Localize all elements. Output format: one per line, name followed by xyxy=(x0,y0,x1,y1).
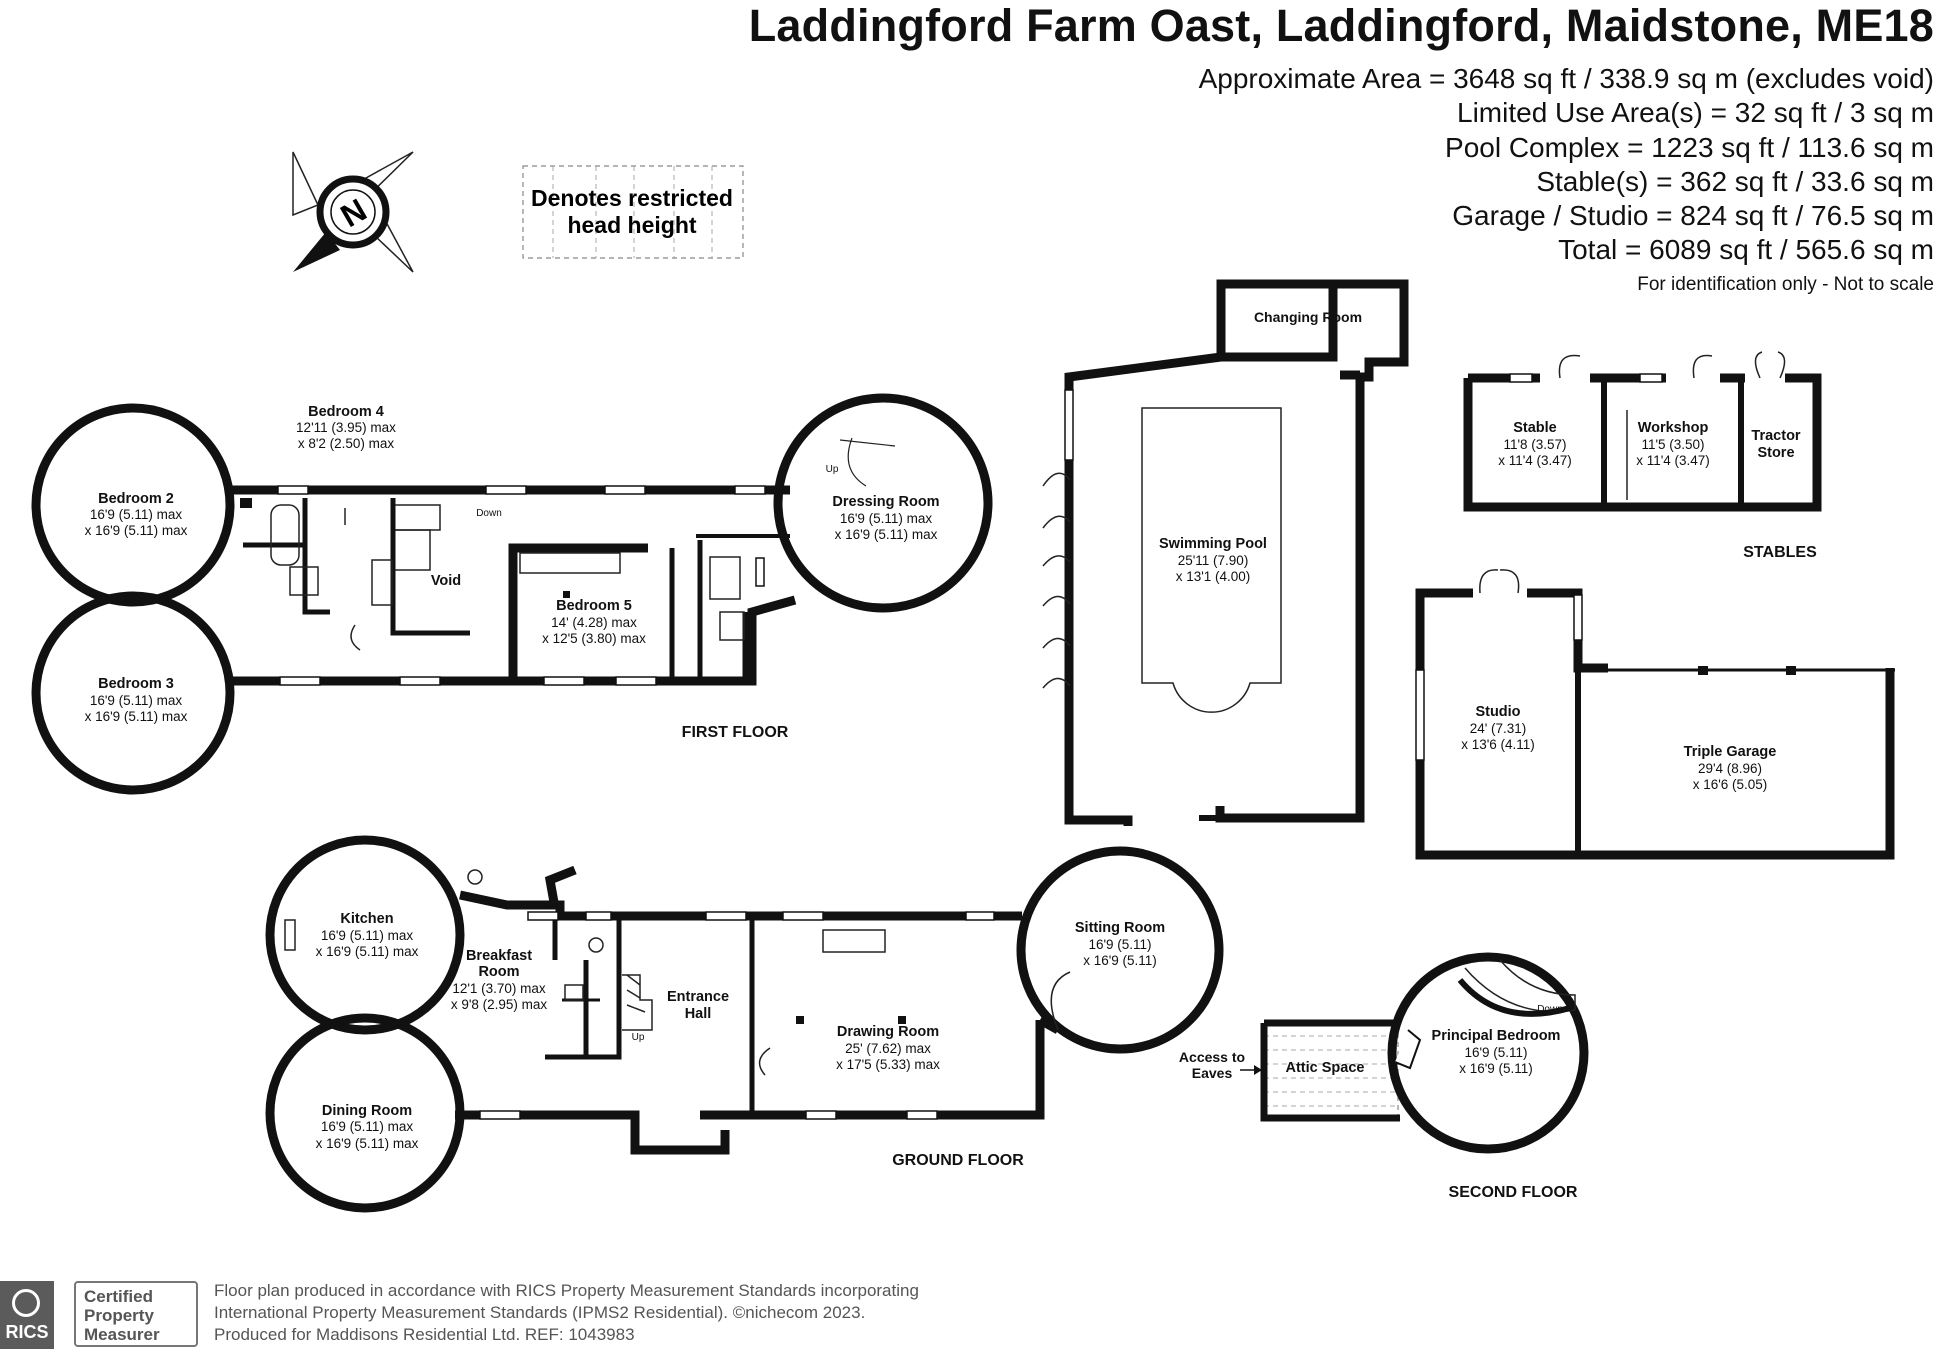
principal-bedroom-dim-1: 16'9 (5.11) xyxy=(1464,1045,1527,1060)
first-floor-label: FIRST FLOOR xyxy=(682,724,789,741)
restricted-height-legend: Denotes restricted head height xyxy=(522,165,744,259)
swimming-pool-dim-1: 25'11 (7.90) xyxy=(1178,553,1249,568)
sitting-room-dim-2: x 16'9 (5.11) xyxy=(1083,953,1157,968)
breakfast-room-label-1: Breakfast xyxy=(466,948,532,964)
compass-icon: N xyxy=(292,151,414,273)
stables-label: STABLES xyxy=(1743,544,1817,561)
workshop-dim-2: x 11'4 (3.47) xyxy=(1636,453,1710,468)
bedroom-2-dim-2: x 16'9 (5.11) max xyxy=(85,523,188,538)
void-label: Void xyxy=(431,573,461,589)
stair-down-label: Down xyxy=(476,508,502,519)
workshop-dim-1: 11'5 (3.50) xyxy=(1641,437,1704,452)
tractor-store-label-2: Store xyxy=(1757,445,1794,461)
breakfast-room-label-2: Room xyxy=(478,964,519,980)
footer-line-2: International Property Measurement Stand… xyxy=(214,1303,866,1322)
stair-down-second-label: Down xyxy=(1537,1004,1563,1015)
bedroom-4-dim-2: x 8'2 (2.50) max xyxy=(298,436,395,451)
breakfast-room-dim-1: 12'1 (3.70) max xyxy=(452,981,546,996)
pool-complex-plan xyxy=(1064,279,1409,826)
principal-bedroom-dim-2: x 16'9 (5.11) xyxy=(1459,1061,1533,1076)
bedroom-5-dim-1: 14' (4.28) max xyxy=(551,615,637,630)
stable-dim-2: x 11'4 (3.47) xyxy=(1498,453,1572,468)
bedroom-4-dim-1: 12'11 (3.95) max xyxy=(296,420,396,435)
tractor-store-label-1: Tractor xyxy=(1751,428,1801,444)
area-summary: Approximate Area = 3648 sq ft / 338.9 sq… xyxy=(1199,62,1934,300)
ground-floor-label: GROUND FLOOR xyxy=(892,1152,1024,1169)
rics-logo: RICS xyxy=(0,1281,54,1349)
eaves-access-label-1: Access to xyxy=(1179,1049,1245,1065)
legend-line-2: head height xyxy=(567,212,696,238)
dining-room-label: Dining Room xyxy=(322,1103,412,1119)
principal-bedroom-label: Principal Bedroom xyxy=(1432,1028,1561,1044)
scale-note: For identification only - Not to scale xyxy=(1637,273,1934,295)
dressing-room-dim-2: x 16'9 (5.11) max xyxy=(835,527,938,542)
stables-plan xyxy=(1463,373,1822,512)
changing-room-label: Changing Room xyxy=(1254,309,1362,325)
bedroom-4-label: Bedroom 4 xyxy=(308,404,384,420)
rics-emblem-icon xyxy=(12,1289,40,1317)
studio-label: Studio xyxy=(1475,704,1520,720)
footer-line-3: Produced for Maddisons Residential Ltd. … xyxy=(214,1325,635,1344)
studio-dim-1: 24' (7.31) xyxy=(1470,721,1527,736)
area-total: Total = 6089 sq ft / 565.6 sq m xyxy=(1558,234,1934,266)
area-garage-studio: Garage / Studio = 824 sq ft / 76.5 sq m xyxy=(1452,200,1934,232)
stair-up-ground-label: Up xyxy=(632,1032,645,1043)
kitchen-dim-2: x 16'9 (5.11) max xyxy=(316,944,419,959)
bedroom-5-dim-2: x 12'5 (3.80) max xyxy=(542,631,646,646)
swimming-pool-dim-2: x 13'1 (4.00) xyxy=(1176,569,1251,584)
stable-dim-1: 11'8 (3.57) xyxy=(1503,437,1566,452)
footer-line-1: Floor plan produced in accordance with R… xyxy=(214,1281,919,1300)
triple-garage-dim-2: x 16'6 (5.05) xyxy=(1693,777,1768,792)
kitchen-label: Kitchen xyxy=(340,911,393,927)
breakfast-room-dim-2: x 9'8 (2.95) max xyxy=(451,997,548,1012)
area-stables: Stable(s) = 362 sq ft / 33.6 sq m xyxy=(1536,165,1934,197)
certified-measurer-badge: Certified Property Measurer xyxy=(74,1281,198,1347)
dining-room-dim-1: 16'9 (5.11) max xyxy=(321,1119,414,1134)
sitting-room-label: Sitting Room xyxy=(1075,920,1165,936)
drawing-room-dim-1: 25' (7.62) max xyxy=(845,1041,931,1056)
drawing-room-dim-2: x 17'5 (5.33) max xyxy=(836,1057,940,1072)
sitting-room-dim-1: 16'9 (5.11) xyxy=(1088,937,1151,952)
triple-garage-dim-1: 29'4 (8.96) xyxy=(1698,761,1762,776)
bedroom-3-label: Bedroom 3 xyxy=(98,676,174,692)
dining-room-dim-2: x 16'9 (5.11) max xyxy=(316,1136,419,1151)
stable-label: Stable xyxy=(1513,420,1557,436)
bedroom-3-dim-1: 16'9 (5.11) max xyxy=(90,693,183,708)
entrance-hall-label-2: Hall xyxy=(685,1006,712,1022)
bedroom-5-label: Bedroom 5 xyxy=(556,598,632,614)
kitchen-dim-1: 16'9 (5.11) max xyxy=(321,928,414,943)
bedroom-3-dim-2: x 16'9 (5.11) max xyxy=(85,709,188,724)
attic-space-label: Attic Space xyxy=(1286,1060,1365,1076)
certified-line-3: Measurer xyxy=(84,1325,160,1344)
bedroom-2-label: Bedroom 2 xyxy=(98,491,174,507)
area-approximate: Approximate Area = 3648 sq ft / 338.9 sq… xyxy=(1198,63,1934,94)
footer-disclaimer: Floor plan produced in accordance with R… xyxy=(214,1280,919,1346)
stair-up-label: Up xyxy=(826,464,839,475)
drawing-room-label: Drawing Room xyxy=(837,1024,939,1040)
swimming-pool-label: Swimming Pool xyxy=(1159,536,1267,552)
rics-logo-text: RICS xyxy=(5,1322,49,1342)
plan-title: Laddingford Farm Oast, Laddingford, Maid… xyxy=(748,0,1934,51)
triple-garage-label: Triple Garage xyxy=(1684,744,1777,760)
ground-floor-plan xyxy=(265,835,1224,1213)
second-floor-plan xyxy=(1240,952,1589,1154)
entrance-hall-label-1: Entrance xyxy=(667,989,729,1005)
eaves-access-label-2: Eaves xyxy=(1192,1065,1233,1081)
bedroom-2-dim-1: 16'9 (5.11) max xyxy=(90,507,183,522)
legend-line-1: Denotes restricted xyxy=(531,185,733,211)
dressing-room-dim-1: 16'9 (5.11) max xyxy=(840,511,933,526)
area-pool-complex: Pool Complex = 1223 sq ft / 113.6 sq m xyxy=(1445,131,1934,163)
certified-line-1: Certified xyxy=(84,1287,153,1306)
second-floor-label: SECOND FLOOR xyxy=(1449,1184,1578,1201)
studio-dim-2: x 13'6 (4.11) xyxy=(1461,737,1535,752)
workshop-label: Workshop xyxy=(1638,420,1709,436)
first-floor-plan xyxy=(31,393,993,795)
area-limited-use: Limited Use Area(s) = 32 sq ft / 3 sq m xyxy=(1457,97,1934,129)
certified-line-2: Property xyxy=(84,1306,154,1325)
dressing-room-label: Dressing Room xyxy=(832,494,939,510)
